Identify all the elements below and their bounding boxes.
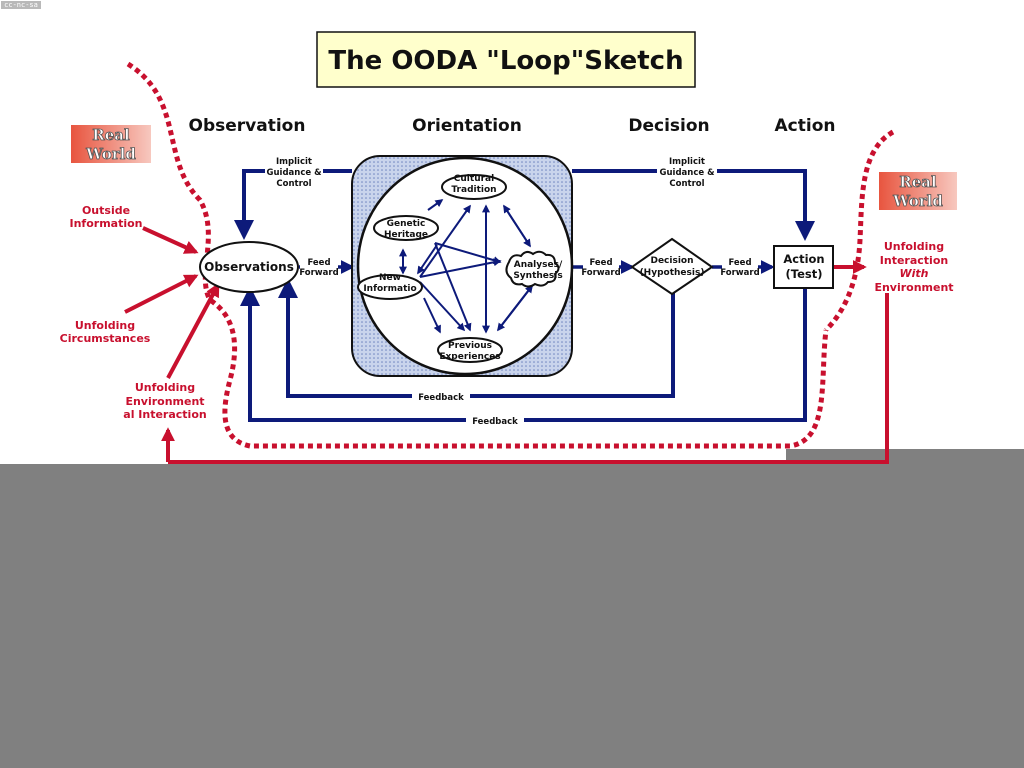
decision-node	[630, 237, 714, 296]
unfolding-interaction-line2: Interaction	[880, 254, 948, 267]
real-world-boundary-right	[824, 129, 895, 332]
title-box	[316, 31, 696, 88]
phase-orientation: Orientation	[412, 116, 522, 136]
real-world-right-line1: Real	[899, 173, 937, 191]
analyses-synthesis-node	[505, 250, 560, 288]
orientation-circle	[356, 156, 574, 376]
feed-forward-2-line2: Forward	[581, 268, 620, 278]
unfolding-interaction-line3: With	[900, 267, 929, 280]
genetic-line2: Heritage	[384, 230, 428, 240]
cultural-line2: Tradition	[451, 185, 496, 195]
cultural-tradition-node	[441, 174, 507, 200]
phase-decision: Decision	[628, 116, 709, 136]
outside-information-line2: Information	[70, 217, 143, 230]
unfolding-interaction-line1: Unfolding	[884, 240, 944, 253]
previous-line2: Experiences	[439, 352, 500, 362]
unfolding-environmental-line3: al Interaction	[123, 408, 206, 421]
new-info-line2: Informatio	[363, 284, 416, 294]
previous-experiences-node	[437, 337, 503, 363]
unfolding-environmental-line2: Environment	[125, 395, 204, 408]
real-world-left-line1: Real	[92, 126, 130, 144]
decision-line2: (Hypothesis)	[640, 268, 705, 278]
guidance-left-line2: Guidance &	[267, 168, 323, 178]
genetic-line1: Genetic	[387, 219, 426, 229]
guidance-right-path	[572, 169, 815, 241]
outside-information-arrow	[142, 226, 199, 254]
guidance-left-line3: Control	[276, 179, 311, 189]
unfolding-interaction-line4: Environment	[874, 281, 953, 294]
real-world-boundary-left	[126, 61, 829, 449]
real-world-badge-left	[71, 125, 151, 163]
new-information-node	[357, 274, 423, 300]
environment-return-line	[168, 293, 889, 464]
previous-line1: Previous	[448, 341, 492, 351]
unfolding-environmental-arrow	[166, 282, 220, 379]
feed-forward-1-line2: Forward	[299, 268, 338, 278]
guidance-left-line1: Implicit	[276, 157, 312, 167]
action-node	[773, 245, 834, 289]
decision-line1: Decision	[650, 256, 693, 266]
cultural-line1: Cultural	[454, 174, 494, 184]
unfolding-circumstances-line2: Circumstances	[60, 332, 151, 345]
unfolding-circumstances-line1: Unfolding	[75, 319, 135, 332]
real-world-badge-right	[879, 172, 957, 210]
feed-forward-1-line1: Feed	[307, 258, 330, 268]
page-title: The OODA "Loop"Sketch	[328, 46, 683, 76]
analyses-line1: Analyses/	[514, 260, 563, 270]
feed-forward-3-line1: Feed	[728, 258, 751, 268]
guidance-right-line1: Implicit	[669, 157, 705, 167]
guidance-right-line3: Control	[669, 179, 704, 189]
phase-action: Action	[775, 116, 836, 136]
action-line1: Action	[783, 252, 824, 266]
feedback-inner-label: Feedback	[418, 393, 464, 403]
outside-information-line1: Outside	[82, 204, 130, 217]
new-info-line1: New	[379, 273, 401, 283]
feedback-inner-path	[278, 278, 675, 398]
observations-label: Observations	[204, 260, 294, 274]
feed-forward-3-line2: Forward	[720, 268, 759, 278]
real-world-right-line2: World	[892, 192, 943, 210]
action-line2: (Test)	[786, 267, 823, 281]
real-world-left-line2: World	[85, 145, 136, 163]
feedback-outer-label: Feedback	[472, 417, 518, 427]
genetic-heritage-node	[373, 215, 439, 241]
feedback-outer-path	[240, 286, 807, 422]
unfolding-environmental-line1: Unfolding	[135, 381, 195, 394]
orientation-arrows	[399, 199, 533, 334]
feed-forward-2-line1: Feed	[589, 258, 612, 268]
observations-node	[199, 241, 299, 293]
guidance-right-line2: Guidance &	[660, 168, 716, 178]
unfolding-circumstances-arrow	[124, 274, 199, 314]
analyses-line2: Synthesis	[513, 271, 562, 281]
phase-observation: Observation	[189, 116, 306, 136]
license-watermark: cc-nc-sa	[1, 1, 41, 9]
